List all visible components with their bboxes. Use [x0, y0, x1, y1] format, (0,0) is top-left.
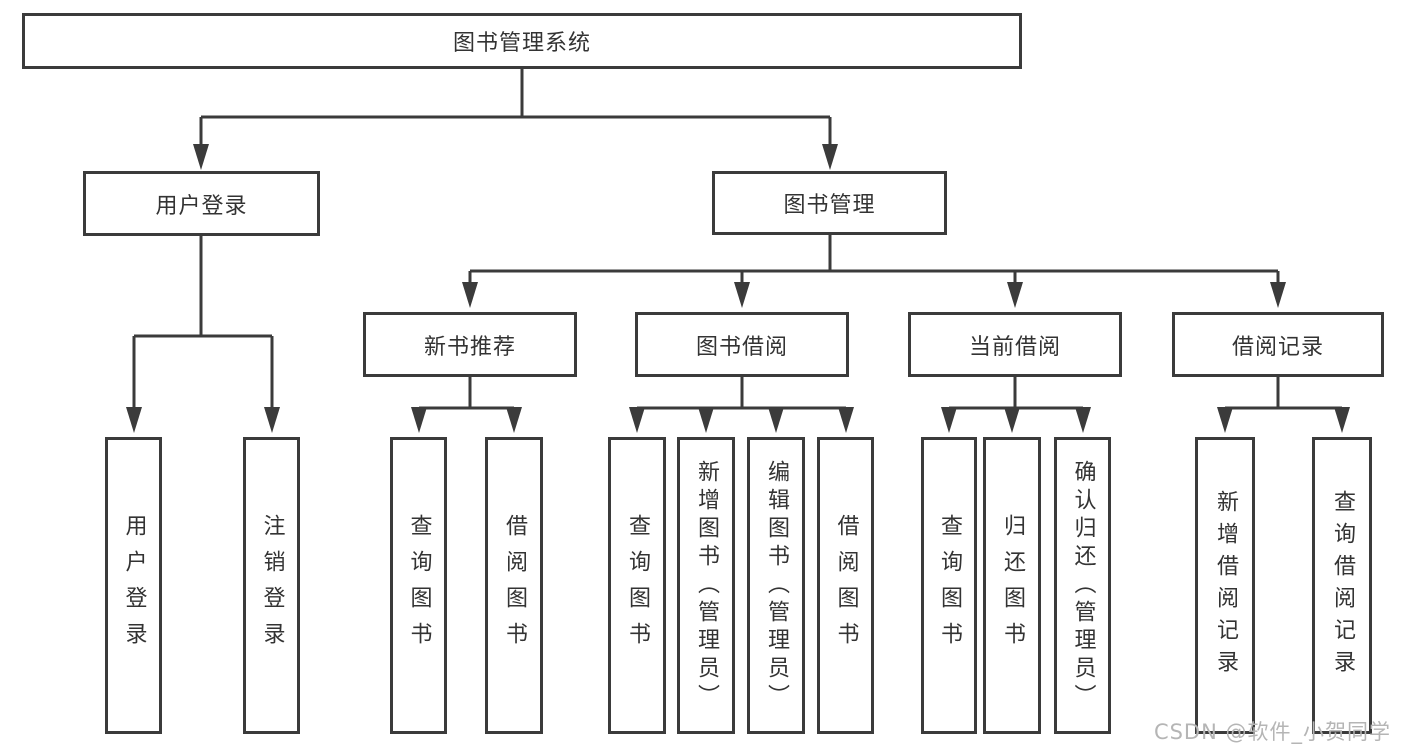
- node-label: 借阅图书: [502, 513, 527, 658]
- node-label: 新增图书（管理员）: [694, 459, 719, 712]
- node-label: 查询借阅记录: [1330, 489, 1355, 682]
- leaf-add-books-admin: 新增图书（管理员）: [677, 437, 735, 734]
- node-book-borrow: 图书借阅: [635, 312, 849, 377]
- node-current-borrow: 当前借阅: [908, 312, 1122, 377]
- node-label: 查询图书: [937, 513, 962, 658]
- leaf-borrow-books: 借阅图书: [817, 437, 874, 734]
- connector-recommend-to-leaves: [417, 377, 516, 414]
- node-label: 新书推荐: [423, 334, 516, 360]
- leaf-query-books-recommend: 查询图书: [390, 437, 447, 734]
- node-label: 图书管理: [783, 193, 876, 218]
- csdn-watermark: CSDN @软件_小贺同学: [1153, 720, 1391, 744]
- connector-userlogin-to-leaves: [132, 236, 274, 410]
- leaf-logout: 注销登录: [243, 437, 300, 734]
- node-label: 查询图书: [625, 513, 650, 658]
- connector-bookmgmt-to-level3: [468, 234, 1280, 288]
- connector-root-to-level2: [199, 69, 832, 148]
- node-label: 当前借阅: [968, 334, 1061, 360]
- node-user-login: 用户登录: [83, 171, 320, 236]
- node-book-management: 图书管理: [712, 171, 947, 235]
- node-label: 用户登录: [155, 193, 248, 219]
- node-label: 借阅记录: [1231, 334, 1324, 360]
- node-label: 用户登录: [121, 513, 147, 658]
- leaf-query-books-current: 查询图书: [921, 437, 977, 734]
- node-borrow-records: 借阅记录: [1172, 312, 1384, 377]
- leaf-borrow-books-recommend: 借阅图书: [485, 437, 543, 734]
- node-label: 查询图书: [406, 513, 432, 658]
- leaf-add-borrow-record: 新增借阅记录: [1195, 437, 1255, 734]
- connector-records-to-leaves: [1223, 377, 1344, 414]
- leaf-user-login: 用户登录: [105, 437, 162, 734]
- node-label: 编辑图书（管理员）: [764, 459, 789, 712]
- node-new-book-recommend: 新书推荐: [363, 312, 577, 377]
- arrowheads: [126, 144, 1350, 433]
- node-label: 确认归还（管理员）: [1070, 459, 1096, 712]
- node-label: 图书管理系统: [452, 31, 591, 56]
- leaf-query-books-borrow: 查询图书: [608, 437, 666, 734]
- node-label: 图书借阅: [695, 334, 788, 360]
- leaf-return-books: 归还图书: [983, 437, 1041, 734]
- connector-borrow-to-leaves: [635, 377, 848, 414]
- node-label: 注销登录: [259, 513, 285, 658]
- node-label: 归还图书: [1000, 513, 1025, 658]
- node-label: 新增借阅记录: [1213, 489, 1238, 682]
- node-root-library-system: 图书管理系统: [22, 13, 1022, 69]
- leaf-confirm-return-admin: 确认归还（管理员）: [1054, 437, 1111, 734]
- node-label: 借阅图书: [833, 513, 859, 658]
- leaf-edit-books-admin: 编辑图书（管理员）: [747, 437, 805, 734]
- leaf-query-borrow-record: 查询借阅记录: [1312, 437, 1372, 734]
